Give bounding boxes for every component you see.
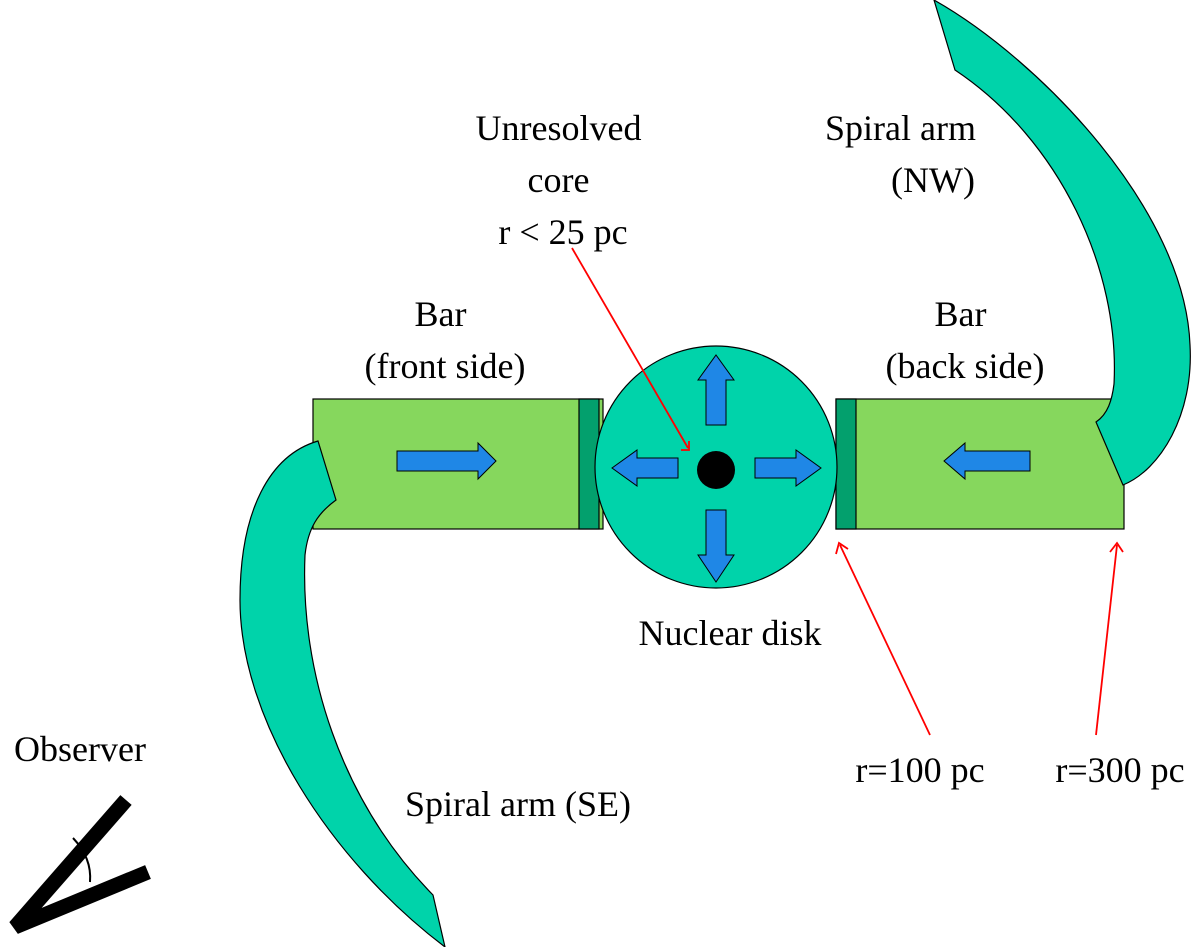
label-r300: r=300 pc: [1055, 750, 1184, 790]
pointer-lines: [571, 247, 1124, 736]
label-unresolved-core: Unresolved core r < 25 pc: [476, 108, 651, 252]
label-observer: Observer: [14, 729, 146, 769]
label-unresolved-core-line1: Unresolved: [476, 108, 642, 148]
pointer-r100-head: [835, 541, 849, 555]
flow-arrow-right: [754, 449, 822, 487]
label-unresolved-core-line3: r < 25 pc: [498, 212, 627, 252]
pointer-r300: [1095, 544, 1118, 736]
label-spiral-arm-nw-line2: (NW): [891, 160, 975, 200]
flow-arrow-bar-back: [943, 441, 1031, 481]
flow-arrow-up: [697, 354, 735, 426]
label-unresolved-core-line2: core: [528, 160, 590, 200]
pointer-r300-head: [1109, 541, 1124, 553]
label-bar-front: Bar (front side): [365, 294, 526, 386]
flow-arrow-down: [697, 509, 735, 583]
label-bar-front-line1: Bar: [415, 294, 467, 334]
pointer-core: [571, 247, 689, 449]
label-bar-back: Bar (back side): [886, 294, 1045, 386]
unresolved-core: [697, 451, 735, 489]
observer-icon: [9, 795, 151, 934]
pointer-r100: [839, 544, 931, 736]
label-spiral-arm-nw: Spiral arm (NW): [825, 108, 985, 200]
observer-eye-lines: [9, 795, 151, 934]
pointer-core-head: [681, 441, 690, 451]
label-bar-back-line2: (back side): [886, 346, 1045, 386]
flow-arrow-left: [611, 449, 679, 487]
bar-edge-back: [835, 398, 857, 530]
flow-arrow-bar-front: [396, 441, 497, 481]
spiral-arm-nw: [933, 0, 1191, 486]
label-bar-front-line2: (front side): [365, 346, 526, 386]
label-nuclear-disk: Nuclear disk: [639, 613, 822, 653]
label-spiral-arm-nw-line1: Spiral arm: [825, 108, 976, 148]
observer-angle-arc: [72, 837, 92, 883]
spiral-arm-se: [239, 440, 446, 947]
label-r100: r=100 pc: [855, 750, 984, 790]
flow-arrows: [396, 354, 1031, 583]
label-spiral-arm-se: Spiral arm (SE): [405, 784, 631, 824]
label-bar-back-line1: Bar: [935, 294, 987, 334]
